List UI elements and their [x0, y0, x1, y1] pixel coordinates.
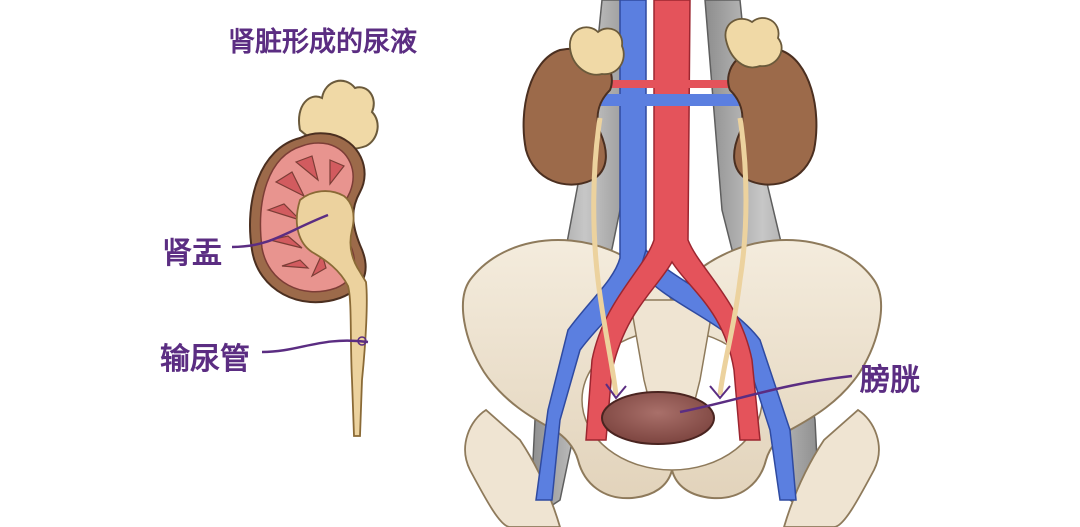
urinary-system [461, 0, 883, 527]
left-adrenal-gland [298, 79, 379, 150]
left-ureter [591, 117, 619, 396]
right-flow-arrow-icon [709, 385, 731, 400]
left-adrenal-gland-small [569, 26, 625, 76]
bladder-label: 膀胱 [860, 363, 920, 398]
bladder-shape [601, 391, 715, 445]
kidney-cross-section [249, 79, 379, 437]
ureter-label: 输尿管 [160, 342, 250, 377]
renal-pelvis-label: 肾盂 [162, 236, 222, 271]
renal-pyramids [266, 155, 345, 278]
abdominal-aorta [585, 0, 761, 441]
diagram-title: 肾脏形成的尿液 [228, 27, 417, 58]
bladder-leader [679, 374, 853, 414]
renal-pelvis-leader [231, 213, 329, 249]
left-kidney [522, 47, 613, 186]
right-femur [783, 408, 880, 527]
right-kidney [727, 47, 818, 186]
right-adrenal-gland-small [724, 17, 783, 69]
right-ureter [717, 117, 749, 396]
ureter-marker [357, 336, 367, 346]
left-flow-arrow-icon [605, 383, 627, 400]
ureter-leader [261, 339, 369, 354]
renal-pelvis [295, 190, 368, 437]
